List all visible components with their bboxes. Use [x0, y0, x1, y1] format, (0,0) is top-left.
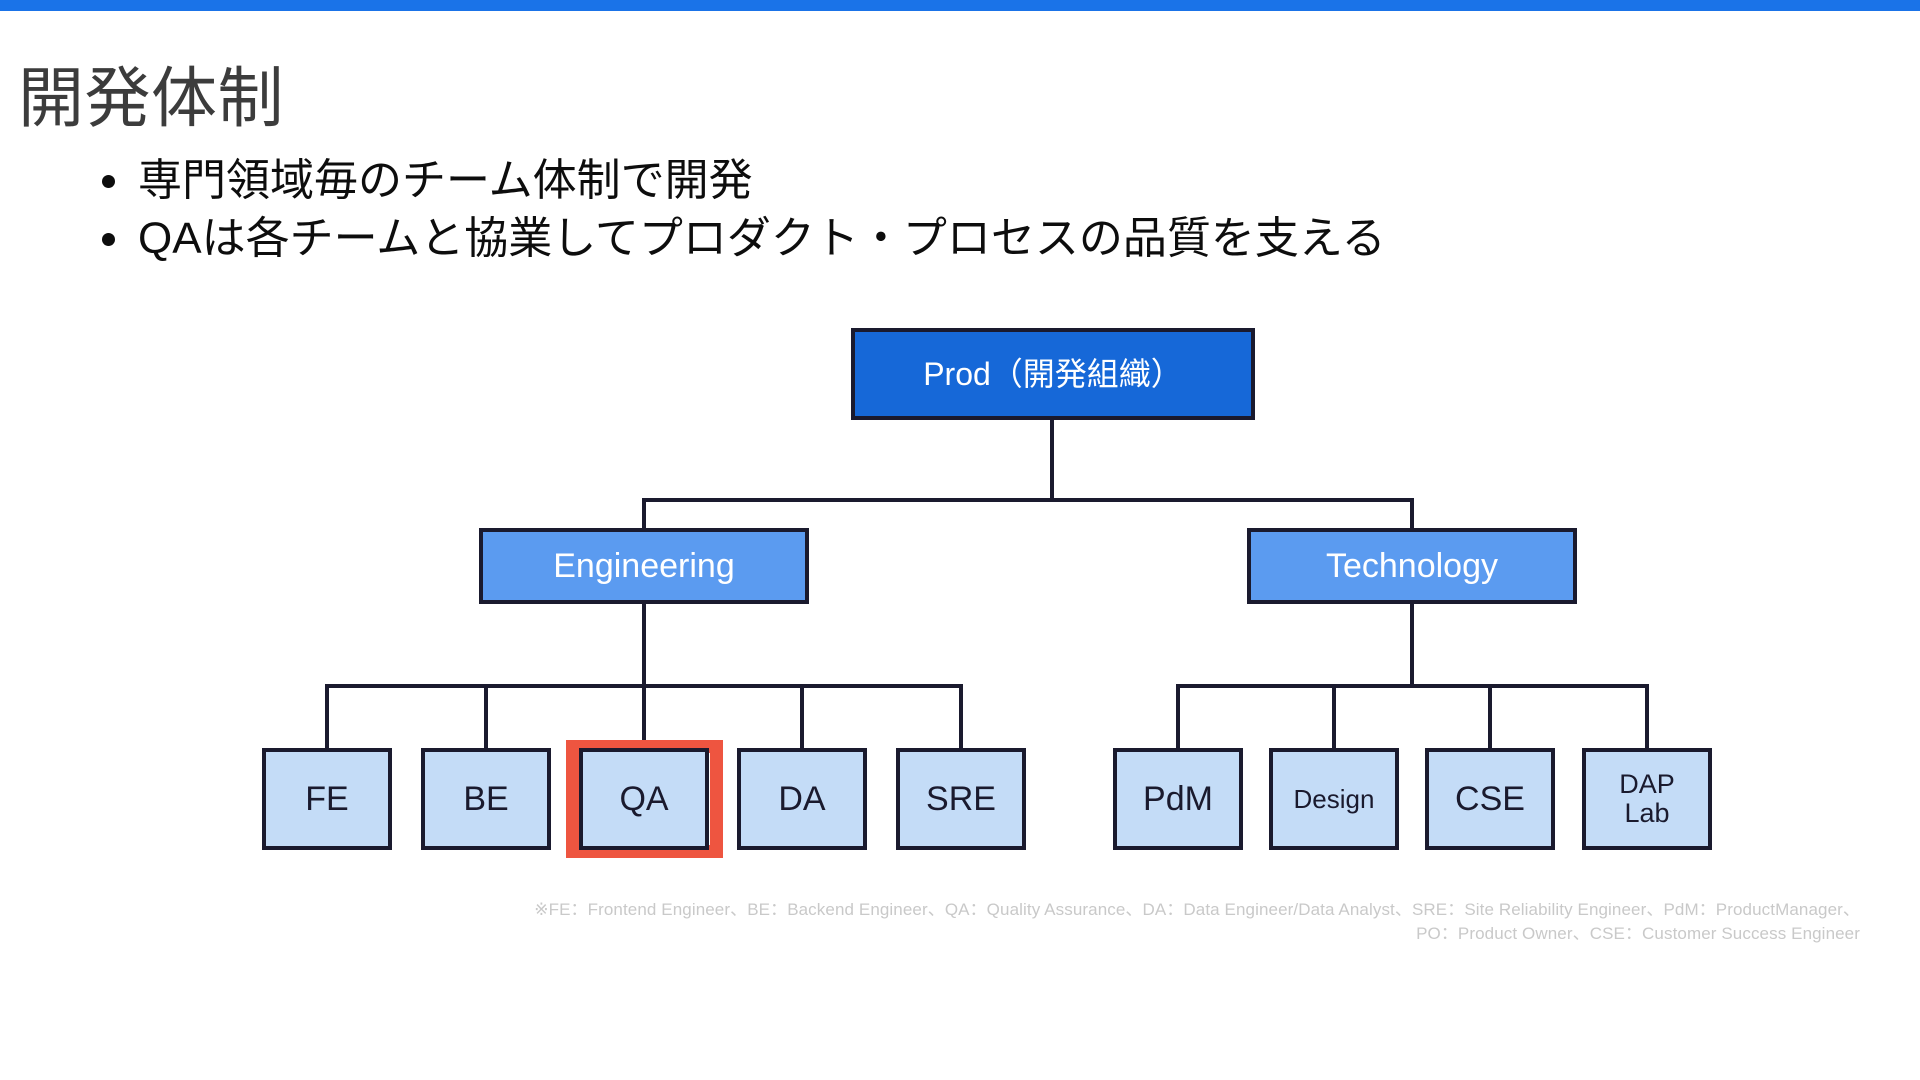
node-cse[interactable]: CSE	[1425, 748, 1555, 850]
node-sre[interactable]: SRE	[896, 748, 1026, 850]
bullet-item-2: QAは各チームと協業してプロダクト・プロセスの品質を支える	[96, 210, 1386, 268]
node-technology[interactable]: Technology	[1247, 528, 1577, 604]
page-title: 開発体制	[18, 61, 284, 136]
bullet-item-1: 専門領域毎のチーム体制で開発	[96, 152, 1386, 210]
node-dap-lab[interactable]: DAP Lab	[1582, 748, 1712, 850]
footnote-line-1: ※FE：Frontend Engineer、BE：Backend Enginee…	[534, 900, 1860, 919]
node-fe[interactable]: FE	[262, 748, 392, 850]
footnote: ※FE：Frontend Engineer、BE：Backend Enginee…	[300, 898, 1860, 946]
node-dap-lab-line2: Lab	[1624, 798, 1670, 828]
bullet-list: 専門領域毎のチーム体制で開発 QAは各チームと協業してプロダクト・プロセスの品質…	[96, 152, 1386, 268]
node-dap-lab-line1: DAP	[1619, 768, 1675, 799]
node-design[interactable]: Design	[1269, 748, 1399, 850]
top-accent-bar	[0, 0, 1920, 11]
node-qa[interactable]: QA	[579, 748, 709, 850]
node-da[interactable]: DA	[737, 748, 867, 850]
node-prod[interactable]: Prod（開発組織）	[851, 328, 1255, 420]
node-engineering[interactable]: Engineering	[479, 528, 809, 604]
node-be[interactable]: BE	[421, 748, 551, 850]
footnote-line-2: PO：Product Owner、CSE：Customer Success En…	[1416, 924, 1860, 944]
node-pdm[interactable]: PdM	[1113, 748, 1243, 850]
